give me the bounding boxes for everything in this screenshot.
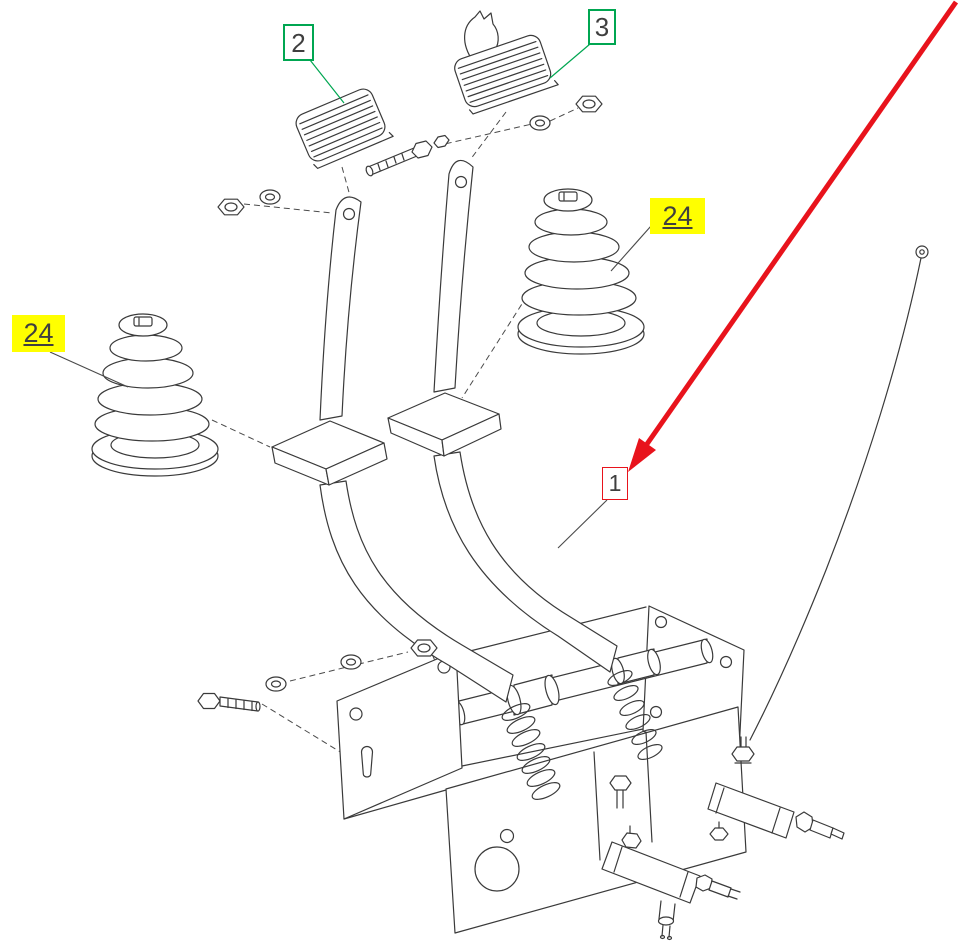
pedal-arm-right bbox=[387, 159, 618, 673]
control-rod bbox=[749, 245, 929, 741]
hex-nut bbox=[575, 95, 603, 113]
callout-label: 3 bbox=[594, 12, 610, 42]
callout-label: 24 bbox=[662, 200, 693, 231]
assembly-dashed-lines bbox=[211, 107, 579, 754]
callout-label: 1 bbox=[608, 470, 622, 496]
return-spring-left bbox=[501, 703, 561, 800]
fasteners-top bbox=[217, 95, 603, 216]
rubber-boot-right bbox=[517, 188, 645, 355]
brake-valve-right bbox=[707, 736, 845, 841]
callout-part-2[interactable]: 2 bbox=[283, 24, 314, 61]
washer bbox=[259, 189, 281, 205]
highlight-arrow bbox=[628, 0, 958, 472]
hex-nut bbox=[217, 198, 245, 216]
callout-part-3[interactable]: 3 bbox=[588, 9, 616, 45]
pedal-pad-right bbox=[454, 10, 559, 115]
pedal-hubs bbox=[506, 648, 661, 716]
washer bbox=[340, 654, 362, 670]
callout-part-1[interactable]: 1 bbox=[602, 467, 628, 500]
washer bbox=[265, 676, 287, 692]
hex-nut bbox=[411, 140, 433, 159]
pedal-arm-left bbox=[271, 196, 514, 703]
hex-nut bbox=[410, 639, 438, 657]
pedal-pad-left bbox=[295, 88, 394, 169]
rubber-boot-left bbox=[91, 313, 219, 477]
bolt-head bbox=[197, 692, 221, 710]
fasteners-bottom bbox=[197, 639, 438, 712]
keyhole-slot bbox=[360, 745, 374, 778]
callout-label: 24 bbox=[23, 318, 54, 348]
callout-part-24-left[interactable]: 24 bbox=[12, 315, 65, 352]
washer bbox=[529, 115, 551, 131]
hex-nut-small bbox=[433, 134, 450, 149]
callout-leader-lines bbox=[49, 43, 652, 549]
callout-label: 2 bbox=[291, 27, 306, 58]
brake-valve-left bbox=[601, 775, 741, 941]
return-spring-right bbox=[607, 669, 663, 761]
callout-part-24-right[interactable]: 24 bbox=[650, 198, 705, 234]
pad-bolt bbox=[367, 147, 418, 176]
